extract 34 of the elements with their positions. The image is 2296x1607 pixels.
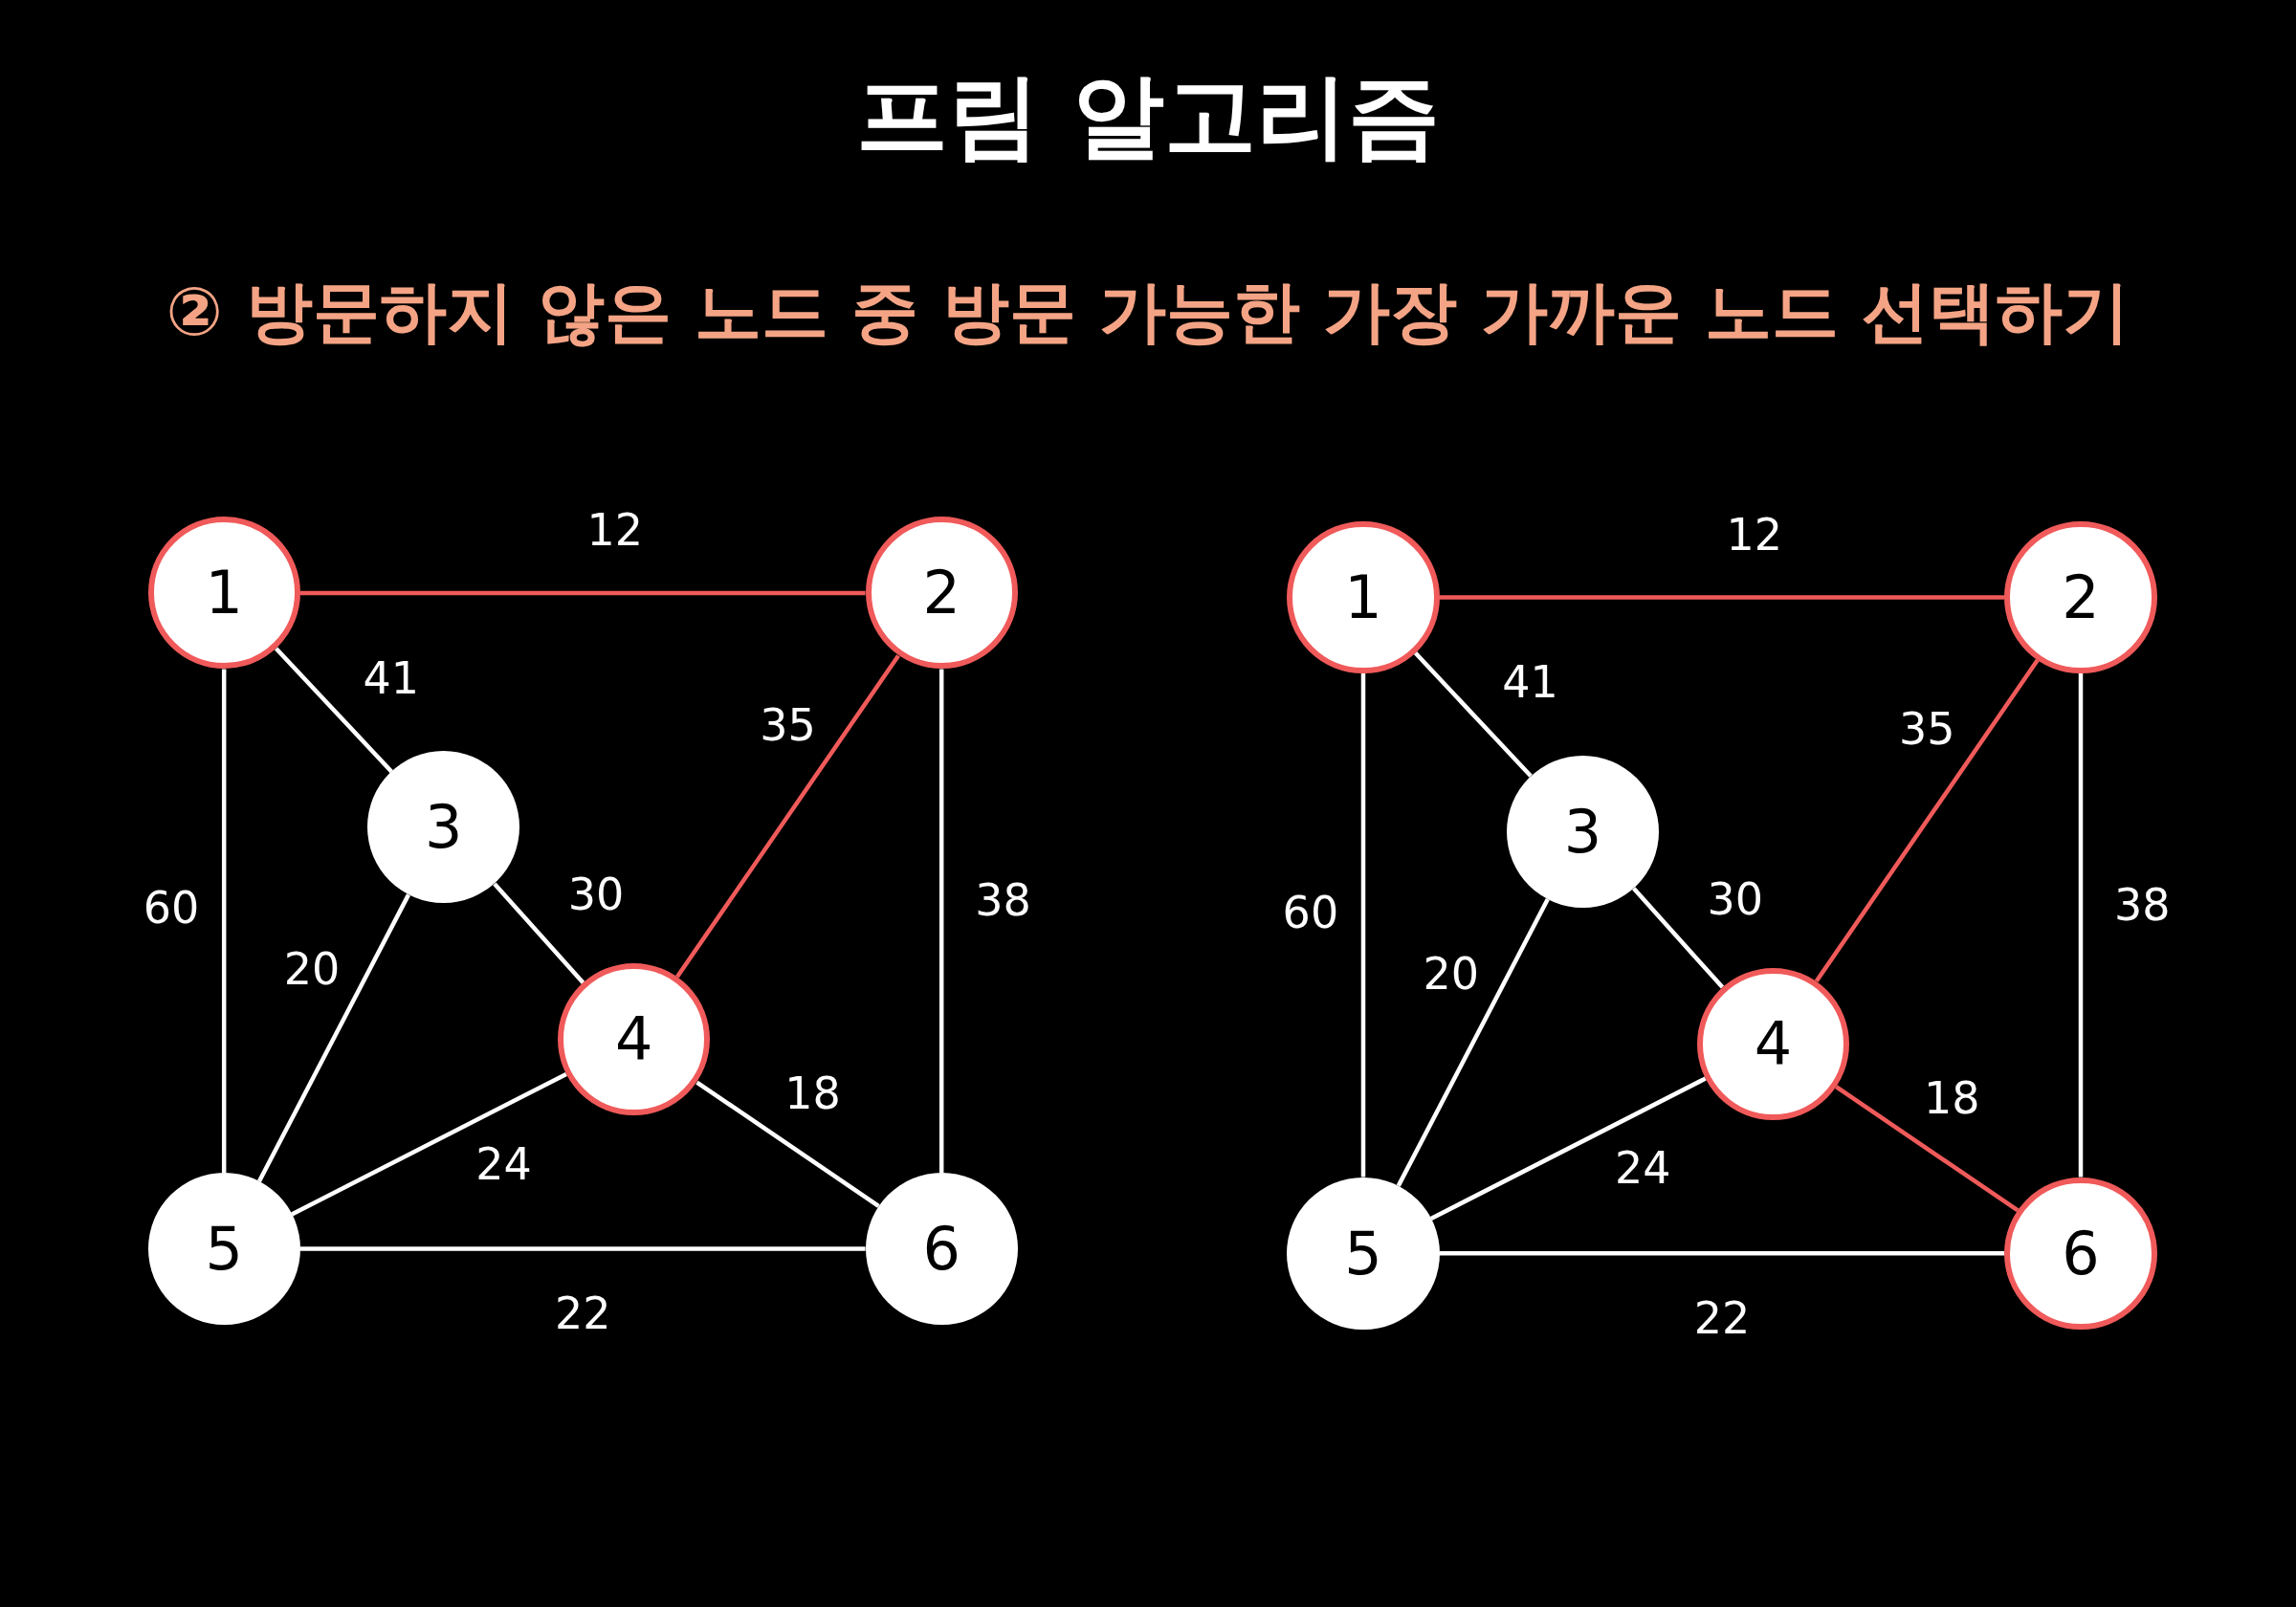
graph-edge	[675, 654, 900, 979]
graph-edge	[2078, 673, 2084, 1178]
graph-edge	[1413, 651, 1533, 778]
graph-edge	[256, 893, 410, 1183]
graph-edge	[1396, 897, 1550, 1187]
graph-edge	[493, 882, 585, 984]
graph-edge	[299, 590, 866, 596]
graph-node: 5	[147, 1173, 300, 1326]
graph-node: 2	[865, 517, 1018, 670]
graph-edge	[1835, 1085, 2020, 1213]
graph-node: 4	[1696, 967, 1850, 1120]
graph-edge	[1632, 887, 1725, 989]
graph-edge	[1439, 1250, 2005, 1256]
graph-edge	[1439, 595, 2005, 600]
graph-node: 4	[558, 963, 711, 1116]
graph-node: 1	[1287, 520, 1440, 674]
title: 프림 알고리즘	[855, 61, 1441, 171]
graph-edge	[299, 1246, 866, 1251]
graph-node: 3	[1507, 755, 1660, 908]
graph-edge	[695, 1080, 880, 1208]
graph-edge	[1814, 658, 2040, 983]
graph-node: 3	[367, 751, 520, 904]
graph-edge	[1429, 1076, 1707, 1221]
graph-node: 1	[147, 517, 300, 670]
graph-node: 5	[1287, 1177, 1440, 1330]
graph-edge	[291, 1071, 567, 1217]
graph-edge	[1360, 673, 1366, 1178]
subtitle: ② 방문하지 않은 노드 중 방문 가능한 가장 가까운 노드 선택하기	[165, 272, 2131, 353]
graph-edge	[274, 647, 393, 774]
graph-edge	[221, 669, 227, 1173]
graph-node: 6	[865, 1173, 1018, 1326]
graph-node: 2	[2004, 520, 2157, 674]
graph-edge	[938, 669, 944, 1173]
graph-node: 6	[2004, 1177, 2157, 1330]
